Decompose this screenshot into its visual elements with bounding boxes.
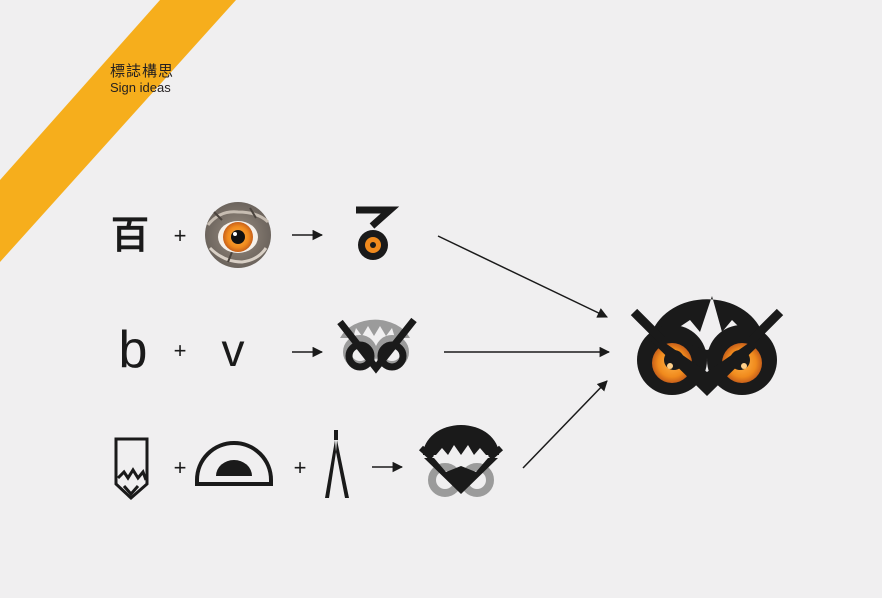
plus-sign: + [174, 223, 187, 248]
bai-character: 百 [111, 213, 149, 257]
plus-sign: + [294, 455, 307, 480]
plus-sign: + [174, 455, 187, 480]
final-owl-logo-icon [630, 296, 784, 396]
plus-sign: + [174, 338, 187, 363]
title-block: 標誌構思 Sign ideas [110, 62, 174, 96]
letter-b: b [119, 321, 148, 379]
owl-tools-icon [418, 425, 504, 497]
accent-stripe [0, 0, 236, 262]
letter-v: v [222, 324, 245, 376]
compass-icon [325, 430, 349, 498]
combined-glyph-icon [356, 206, 400, 260]
page-subtitle: Sign ideas [110, 80, 171, 95]
pencil-icon [114, 437, 149, 501]
arrow [437, 235, 608, 318]
owl-bv-icon [337, 317, 417, 374]
arrow [522, 380, 608, 469]
owl-eye-photo [205, 202, 271, 268]
protractor-icon [195, 441, 273, 486]
page-title: 標誌構思 [110, 62, 175, 80]
